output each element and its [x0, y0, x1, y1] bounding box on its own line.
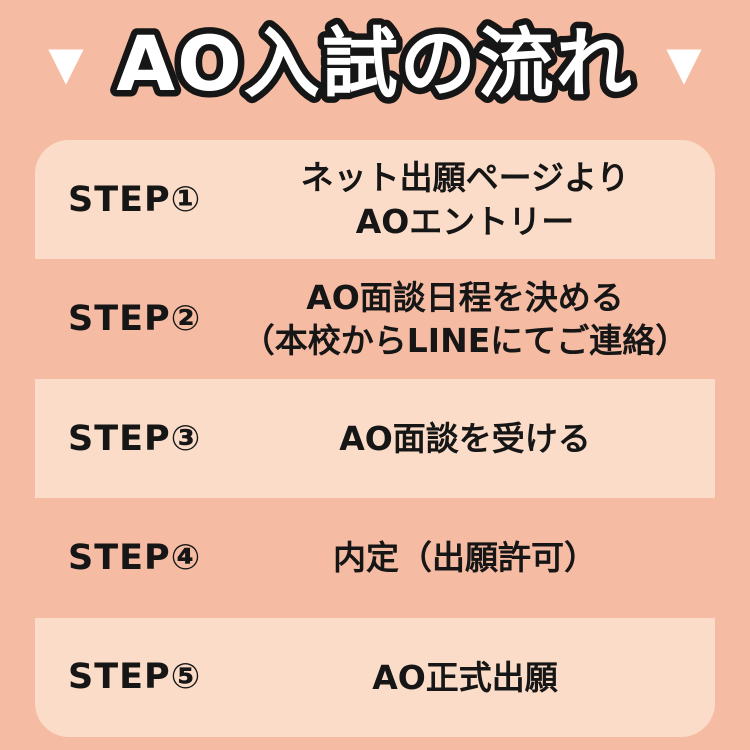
step-description: AO正式出願 — [235, 656, 715, 700]
step-row-2: STEP② AO面談日程を決める （本校からLINEにてご連絡） — [35, 259, 715, 379]
step-row-3: STEP③ AO面談を受ける — [35, 379, 715, 498]
triangle-down-icon: ▼ — [666, 36, 702, 90]
step-description: ネット出願ページより AOエントリー — [235, 156, 715, 243]
step-desc-line1: ネット出願ページより — [300, 158, 630, 198]
step-desc-line2: AOエントリー — [355, 201, 575, 241]
step-description: AO面談を受ける — [235, 417, 715, 461]
step-row-5: STEP⑤ AO正式出願 — [35, 618, 715, 737]
step-label: STEP④ — [68, 537, 202, 578]
page-title: AO入試の流れ — [116, 19, 633, 108]
step-desc-line1: AO正式出願 — [372, 657, 558, 697]
step-label: STEP⑤ — [68, 657, 202, 698]
triangle-down-icon: ▼ — [48, 36, 84, 90]
title-banner: ▼ AO入試の流れ ▼ — [48, 13, 702, 115]
steps-panel: STEP① ネット出願ページより AOエントリー STEP② AO面談日程を決め… — [35, 140, 715, 737]
step-description: 内定（出願許可） — [235, 536, 715, 580]
step-desc-line1: AO面談日程を決める — [306, 277, 624, 317]
step-label: STEP① — [68, 179, 202, 220]
step-row-4: STEP④ 内定（出願許可） — [35, 498, 715, 618]
step-description: AO面談日程を決める （本校からLINEにてご連絡） — [235, 276, 715, 363]
step-desc-line1: 内定（出願許可） — [333, 538, 597, 578]
step-desc-line2: （本校からLINEにてご連絡） — [241, 321, 689, 361]
step-row-1: STEP① ネット出願ページより AOエントリー — [35, 140, 715, 259]
step-label: STEP② — [68, 299, 202, 340]
step-label: STEP③ — [68, 418, 202, 459]
step-desc-line1: AO面談を受ける — [339, 418, 591, 458]
